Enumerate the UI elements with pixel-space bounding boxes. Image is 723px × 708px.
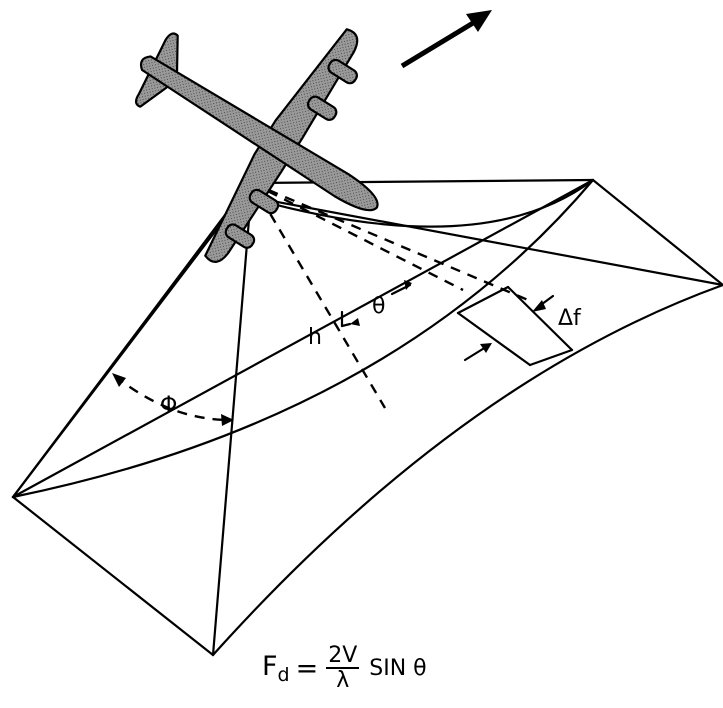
formula-numerator: 2V bbox=[326, 642, 360, 669]
doppler-strip-line-1 bbox=[456, 285, 510, 315]
theta-arrow-left bbox=[350, 318, 360, 326]
velocity-arrow-shaft bbox=[400, 17, 480, 69]
formula-function: SIN θ bbox=[369, 655, 427, 681]
delta-f-arrow-top-head bbox=[532, 300, 546, 312]
velocity-arrow-head bbox=[466, 10, 492, 32]
doppler-formula: Fd = 2V λ SIN θ bbox=[262, 638, 427, 698]
doppler-strip-line-2 bbox=[528, 348, 574, 367]
delta-f-arrow-bottom-head bbox=[480, 343, 492, 353]
doppler-strip-edge-a bbox=[456, 311, 532, 367]
beam-edge-bottom bbox=[211, 181, 254, 657]
formula-equals: = bbox=[295, 652, 319, 684]
beam-edge-top bbox=[250, 178, 595, 185]
dashed-line-center bbox=[251, 181, 464, 292]
label-theta: θ bbox=[372, 294, 385, 319]
aircraft-icon bbox=[134, 28, 379, 264]
phi-angle-arc bbox=[114, 375, 231, 422]
theta-bracket-tick-2 bbox=[340, 322, 352, 328]
doppler-strip-edge-b bbox=[506, 285, 574, 352]
footprint-center-arc bbox=[11, 178, 595, 499]
theta-leader-right bbox=[390, 283, 412, 296]
formula-fraction: 2V λ bbox=[326, 642, 360, 693]
dashed-line-h bbox=[250, 182, 387, 409]
beam-edge-left bbox=[11, 181, 254, 499]
delta-f-arrow-bottom-shaft bbox=[463, 345, 488, 362]
formula-denominator: λ bbox=[336, 668, 350, 693]
dashed-line-strip bbox=[251, 181, 529, 302]
label-h: h bbox=[308, 325, 322, 350]
phi-arrow-left bbox=[112, 373, 126, 387]
footprint-diagonal-2 bbox=[11, 178, 595, 499]
label-delta-f: Δf bbox=[558, 306, 582, 331]
label-phi: Φ bbox=[160, 393, 177, 418]
formula-lhs-subscript: d bbox=[277, 663, 290, 686]
phi-arrow-right bbox=[221, 414, 234, 426]
footprint-outline bbox=[11, 178, 723, 657]
formula-lhs: Fd bbox=[262, 650, 290, 686]
